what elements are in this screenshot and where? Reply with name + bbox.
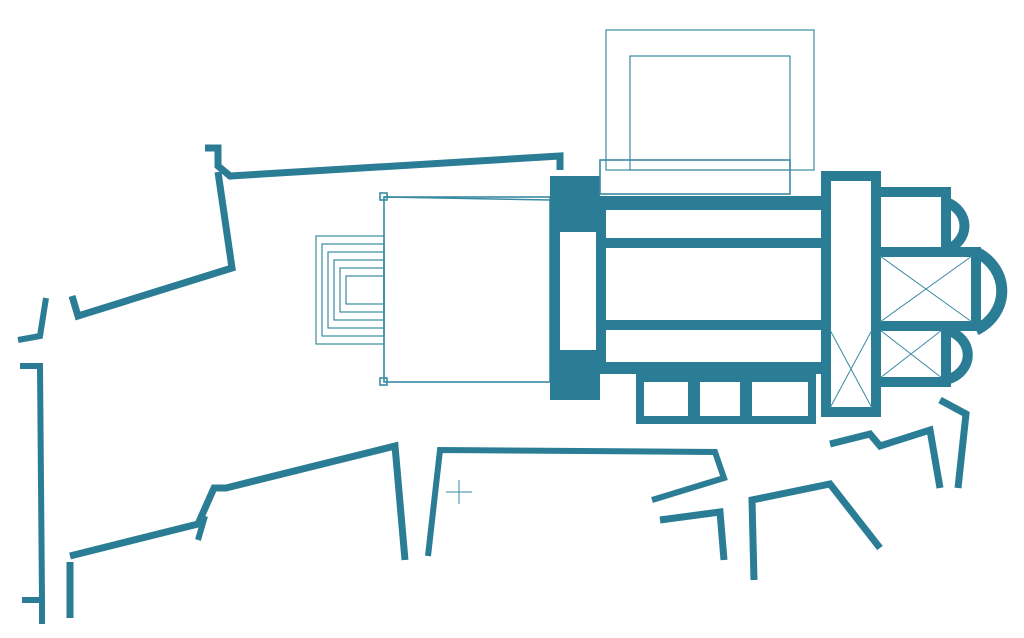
west-wall-tail: [22, 597, 45, 624]
nave-west-wall: [596, 196, 606, 374]
south-apse: [944, 325, 973, 385]
south-wall-diagonal: [69, 441, 409, 561]
south-room-2: [692, 374, 748, 424]
narthex: [550, 176, 600, 400]
se-wall-4: [938, 396, 970, 489]
atrium: [379, 192, 551, 386]
stair-step-3: [327, 251, 385, 329]
se-wall-3: [829, 425, 944, 489]
atrium-outline: [383, 196, 551, 383]
south-chapel: [871, 321, 951, 387]
north-wall: [205, 144, 564, 180]
south-west-walls: [66, 441, 728, 618]
atrium-corner-nw: [379, 192, 388, 201]
south-chapel-vault-diag-2: [879, 329, 943, 379]
passage-wall: [425, 446, 728, 557]
outer-boundary-walls: [17, 144, 564, 624]
choir-vault-diag-2: [879, 255, 973, 323]
narthex-wall-west: [550, 176, 560, 400]
north-chapel: [871, 187, 951, 257]
atrium-corner-sw: [379, 377, 388, 386]
atrium-north-line: [383, 196, 551, 201]
south-aisle-wall: [600, 362, 826, 374]
crossing-block: [821, 171, 881, 417]
survey-mark: [446, 480, 472, 504]
annex-grid-band: [599, 159, 791, 195]
stair-step-6: [345, 275, 385, 305]
north-aisle-wall: [600, 196, 826, 210]
main-apse: [973, 247, 1008, 335]
north-apse: [944, 197, 970, 255]
se-wall-1: [659, 508, 728, 561]
south-east-walls: [659, 396, 970, 581]
se-wall-2: [748, 480, 883, 581]
crossing-vault-diag-2: [829, 329, 873, 409]
north-arcade: [606, 238, 826, 248]
stair-step-2: [321, 243, 385, 337]
north-west-wall: [68, 171, 236, 321]
annex-outer: [605, 29, 815, 171]
stair-step-4: [333, 259, 385, 321]
north-annex: [599, 29, 815, 195]
south-room-3: [744, 374, 816, 424]
west-wall-upper: [17, 297, 49, 343]
transept-and-apses: [821, 171, 1008, 417]
annex-inner: [629, 55, 791, 171]
stair-step-5: [339, 267, 385, 313]
vault-lines: [829, 255, 973, 409]
narthex-tower-north: [556, 176, 600, 232]
entrance-stairs: [315, 235, 385, 345]
church-nave: [596, 196, 826, 374]
inner-courtyard-wall: [195, 515, 208, 541]
south-room-1: [636, 374, 696, 424]
south-rooms: [636, 374, 816, 424]
narthex-tower-south: [556, 350, 600, 400]
south-arcade: [606, 320, 826, 330]
west-wall-lower: [20, 363, 45, 601]
